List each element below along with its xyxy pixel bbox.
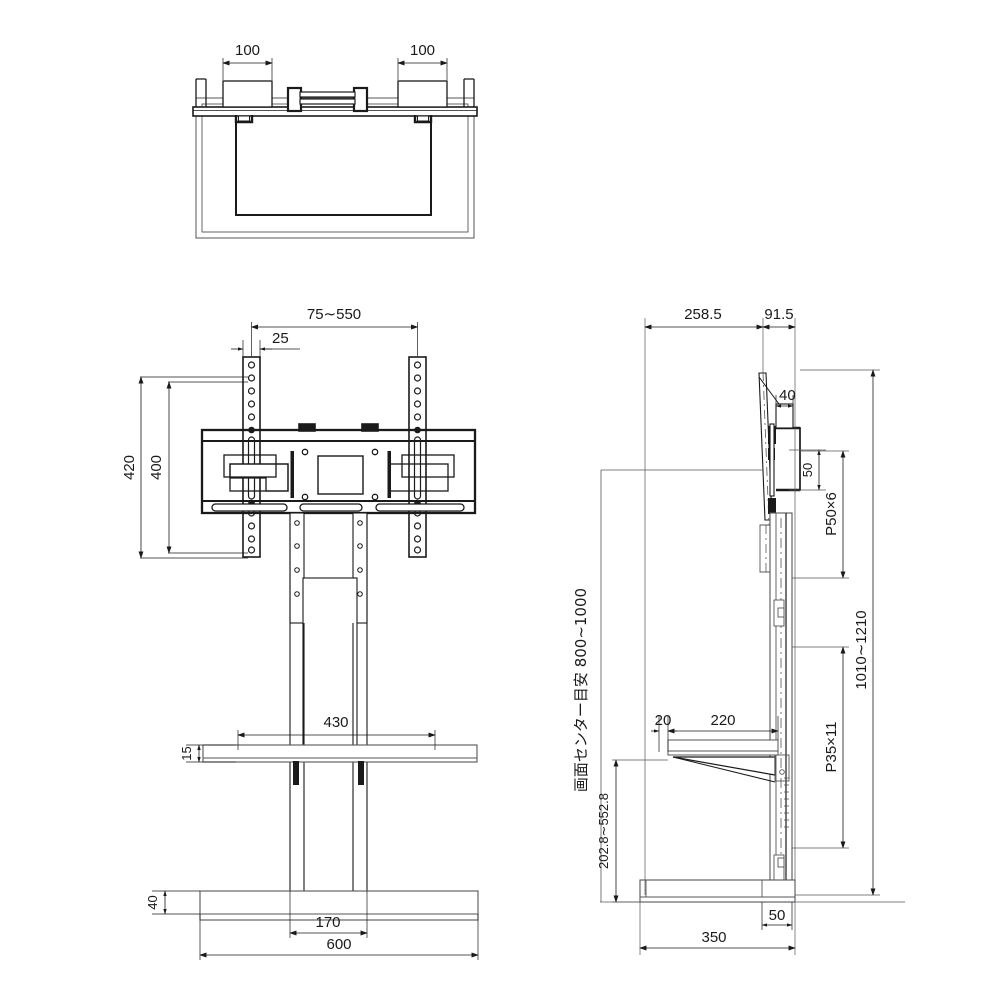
dim-front-vesa-width: 75∼550 (307, 306, 361, 323)
dim-side-258-5: 258.5 (684, 306, 722, 323)
dim-front-offset-25: 25 (272, 330, 289, 347)
dim-side-range-202-552: 202.8∼552.8 (596, 793, 611, 869)
dim-side-shelf-20: 20 (655, 712, 672, 729)
dim-top-left-100: 100 (235, 42, 260, 59)
dim-front-post-170: 170 (315, 914, 340, 931)
dim-side-base-350: 350 (701, 929, 726, 946)
label-screen-center-guideline: 画面センター目安 800∼1000 (572, 588, 590, 792)
dim-front-shelf-thickness-15: 15 (179, 746, 194, 760)
dim-side-pitch-50x6: P50×6 (823, 492, 840, 536)
dim-front-height-420: 420 (121, 455, 138, 480)
dim-side-91-5: 91.5 (764, 306, 793, 323)
front-view: 75∼550 25 420 400 430 15 40 (121, 306, 479, 960)
dim-top-right-100: 100 (410, 42, 435, 59)
top-view: 100 100 (192, 42, 478, 239)
dim-side-range-1010-1210: 1010∼1210 (853, 610, 870, 689)
dim-side-40: 40 (779, 387, 796, 404)
dim-side-pitch-35x11: P35×11 (823, 721, 840, 772)
dim-front-base-thickness-40: 40 (145, 895, 160, 909)
dim-front-height-400: 400 (148, 455, 165, 480)
dim-side-50: 50 (800, 463, 815, 477)
dim-front-shelf-430: 430 (323, 714, 348, 731)
side-view: 258.5 91.5 40 50 P50×6 P35×11 1010∼1210 (572, 306, 905, 955)
dim-front-base-600: 600 (326, 936, 351, 953)
dim-side-post-50: 50 (769, 907, 786, 924)
dim-side-shelf-220: 220 (710, 712, 735, 729)
